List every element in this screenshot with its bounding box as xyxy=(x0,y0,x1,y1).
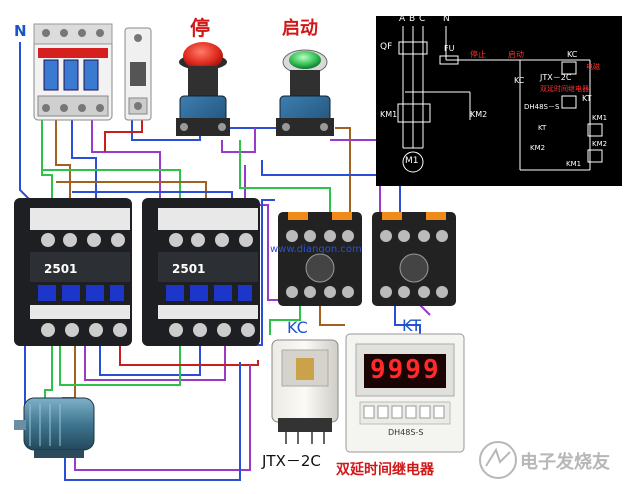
logo-mark xyxy=(479,441,517,479)
relay-model-label: JTX－2C xyxy=(262,452,321,470)
schematic-panel xyxy=(376,16,622,186)
timer-caption: 双延时间继电器 xyxy=(336,462,434,478)
contactor-right xyxy=(142,198,260,346)
stop-label: 停 xyxy=(190,16,210,40)
schematic-phase-a: A xyxy=(399,14,406,24)
contactor-left-label: 2501 xyxy=(44,262,78,276)
schematic-dh48: DH48S－S xyxy=(524,103,560,111)
kc-relay xyxy=(271,339,339,444)
schematic-kc: KC xyxy=(567,50,578,59)
schematic-stop: 停止 xyxy=(470,50,486,59)
timer-display: 9999 xyxy=(370,355,441,385)
start-label: 启动 xyxy=(282,18,318,39)
start-button xyxy=(276,49,334,136)
schematic-kt: KT xyxy=(582,94,592,103)
schematic-kc-2: KC xyxy=(514,76,525,85)
schematic-kt-2: KT xyxy=(538,124,547,132)
schematic-neutral: N xyxy=(443,14,450,24)
schematic-phase-c: C xyxy=(419,14,426,24)
timer-model-label: DH48S-S xyxy=(388,428,424,437)
kc-label: KC xyxy=(287,318,308,337)
schematic-coil: 电磁 xyxy=(586,63,600,71)
contactor-left xyxy=(14,198,132,346)
neutral-label: N xyxy=(14,22,27,40)
schematic-kt-caption: 双延时间继电器 xyxy=(540,85,589,93)
relay-socket-kt xyxy=(372,212,456,306)
stop-button xyxy=(176,42,230,136)
schematic-start: 启动 xyxy=(508,50,524,59)
kt-timer xyxy=(345,333,465,453)
watermark-site: www.diangon.com xyxy=(270,244,362,255)
control-breaker xyxy=(124,27,152,121)
motor xyxy=(14,397,95,458)
contactor-right-label: 2501 xyxy=(172,262,206,276)
logo-text: 电子发烧友 xyxy=(520,452,610,473)
relay-socket-kc xyxy=(278,212,362,306)
schematic-km2-b: KM2 xyxy=(530,144,546,152)
schematic-km2-coil: KM2 xyxy=(592,140,608,148)
schematic-motor: M1 xyxy=(405,156,419,166)
schematic-phase-b: B xyxy=(409,14,416,24)
schematic-qf: QF xyxy=(380,42,393,52)
schematic-km2: KM2 xyxy=(470,110,488,119)
schematic-km1: KM1 xyxy=(380,110,398,119)
schematic-jtx: JTX－2C xyxy=(540,73,572,82)
schematic-km1-coil: KM1 xyxy=(592,114,608,122)
main-breaker xyxy=(33,23,113,121)
schematic-km1-b: KM1 xyxy=(566,160,582,168)
kt-label: KT xyxy=(402,316,422,335)
schematic-fu: FU xyxy=(444,44,455,53)
